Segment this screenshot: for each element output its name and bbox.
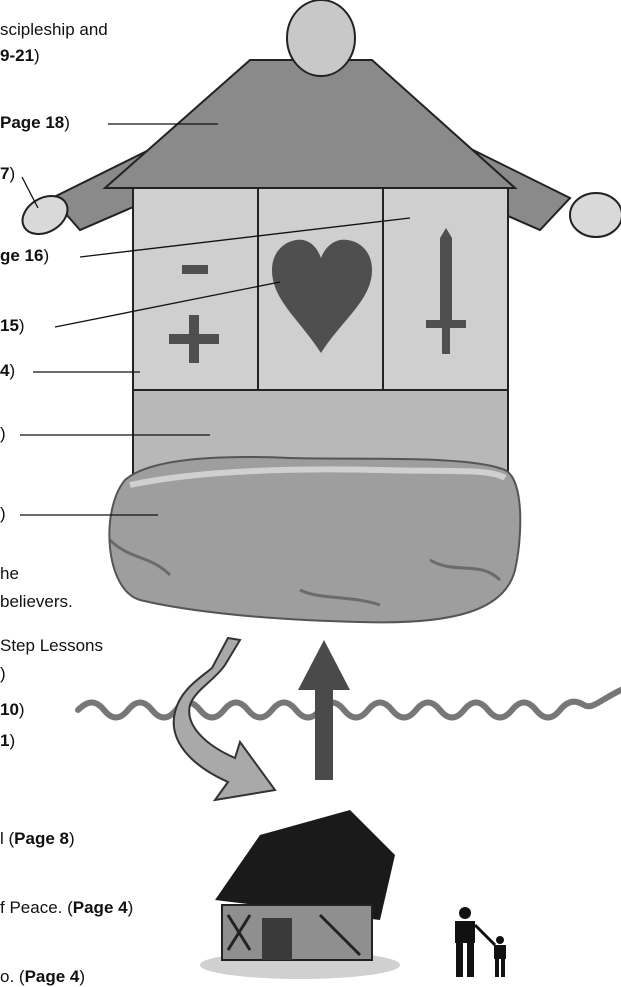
gospel-text: l (Page 8) (0, 829, 75, 849)
parent-child-figures-icon (455, 907, 506, 977)
steplessons-text: Step Lessons (0, 636, 103, 656)
peace-text: f Peace. (Page 4) (0, 898, 133, 918)
wave-ref: 10) (0, 700, 25, 720)
wave-line-icon (78, 690, 621, 718)
rock-ref: ) (0, 504, 6, 524)
rock-icon (109, 457, 520, 622)
right-hand-icon (570, 193, 621, 237)
steplessons-ref: ) (0, 664, 6, 684)
heart-ref: 15) (0, 316, 25, 336)
plusminus-ref: 4) (0, 361, 15, 381)
hand-ref: 7) (0, 164, 15, 184)
discipleship-ref: 9-21) (0, 46, 40, 66)
believers-text: believers. (0, 592, 73, 612)
wave-ref-2: 1) (0, 731, 15, 751)
the-text: he (0, 564, 19, 584)
discipleship-text: scipleship and (0, 20, 108, 40)
roof-ref: Page 18) (0, 113, 70, 133)
head-icon (287, 0, 355, 76)
bottom-text: o. (Page 4) (0, 967, 85, 987)
hut-icon (200, 810, 400, 979)
floor-ref: ) (0, 424, 6, 444)
minus-icon (182, 265, 208, 274)
sword-ref: ge 16) (0, 246, 49, 266)
